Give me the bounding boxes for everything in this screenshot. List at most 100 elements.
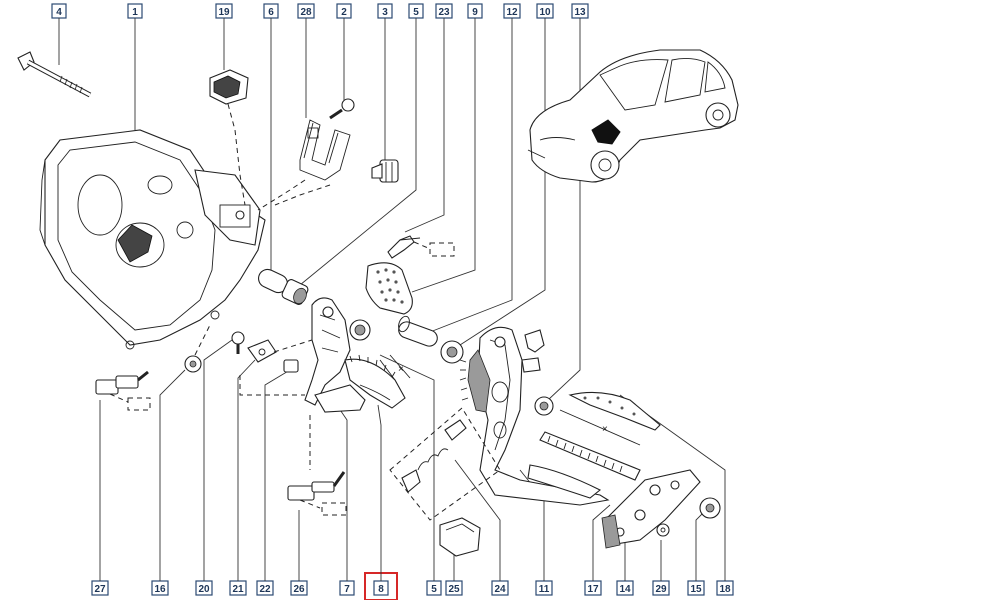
callout-16[interactable]: 16 [151, 580, 169, 596]
callout-13[interactable]: 13 [571, 3, 589, 19]
flanged-nut-part-10 [440, 340, 464, 364]
callout-29-label: 29 [655, 584, 667, 595]
block-clip-part-25 [439, 517, 481, 557]
callout-5-label: 5 [413, 7, 419, 18]
callout-22[interactable]: 22 [256, 580, 274, 596]
dashed-line-grommet [194, 324, 211, 356]
bushing-part-6 [258, 268, 309, 305]
callout-17[interactable]: 17 [584, 580, 602, 596]
brake-switch-part-26 [287, 471, 347, 516]
callouts-top: 4 1 19 6 28 2 3 5 [51, 3, 589, 19]
callout-9[interactable]: 9 [467, 3, 483, 19]
callout-7[interactable]: 7 [339, 580, 355, 596]
callout-24-label: 24 [494, 584, 506, 595]
dashed-line-19 [227, 103, 246, 206]
callout-16-label: 16 [154, 584, 166, 595]
dashed-line-switch [239, 375, 305, 396]
callout-22-label: 22 [259, 584, 271, 595]
callout-19-label: 19 [218, 7, 230, 18]
grommet-part-16 [184, 355, 202, 373]
callout-8-label: 8 [378, 584, 384, 595]
switch-part-27 [95, 370, 151, 411]
callout-26[interactable]: 26 [290, 580, 308, 596]
callout-21[interactable]: 21 [229, 580, 247, 596]
callout-25[interactable]: 25 [445, 580, 463, 596]
spacer-part-5 [349, 319, 371, 341]
callout-6-label: 6 [268, 7, 274, 18]
callout-6[interactable]: 6 [263, 3, 279, 19]
plastic-stud-part-3 [371, 159, 399, 183]
callout-11-label: 11 [539, 584, 550, 595]
nut-part-13 [534, 396, 554, 416]
callout-27-label: 27 [94, 584, 106, 595]
callout-3-label: 3 [382, 7, 388, 18]
callout-23-label: 23 [438, 7, 450, 18]
washer-part-29 [656, 523, 670, 537]
callout-17-label: 17 [587, 584, 599, 595]
callout-10[interactable]: 10 [536, 3, 554, 19]
callout-15[interactable]: 15 [687, 580, 705, 596]
callout-3[interactable]: 3 [377, 3, 393, 19]
callout-2-label: 2 [341, 7, 347, 18]
dashed-line-clip [273, 339, 313, 353]
dashed-line-28b [274, 184, 331, 206]
callout-25-label: 25 [448, 584, 460, 595]
callout-20-label: 20 [198, 584, 210, 595]
callout-14-label: 14 [619, 584, 631, 595]
callouts-bottom: 27 16 20 21 22 26 7 8 [91, 572, 734, 600]
callout-20[interactable]: 20 [195, 580, 213, 596]
callout-11[interactable]: 11 [535, 580, 553, 596]
callout-12[interactable]: 12 [503, 3, 521, 19]
wire-spring-part-28 [299, 119, 351, 181]
callout-2[interactable]: 2 [336, 3, 352, 19]
callout-28[interactable]: 28 [297, 3, 315, 19]
car-location-illustration [527, 49, 739, 183]
leader-lines-top [58, 18, 581, 401]
callout-5[interactable]: 5 [408, 3, 424, 19]
callout-29[interactable]: 29 [652, 580, 670, 596]
callout-18[interactable]: 18 [716, 580, 734, 596]
pedal-box-housing-part-1 [39, 129, 266, 350]
callout-18-label: 18 [719, 584, 731, 595]
switch-assembly-frame [389, 407, 501, 521]
callout-1[interactable]: 1 [127, 3, 143, 19]
end-nut-part-15 [699, 497, 721, 519]
callout-9-label: 9 [472, 7, 478, 18]
callout-23[interactable]: 23 [435, 3, 453, 19]
toothed-rack-part-17 [539, 431, 641, 481]
callout-19[interactable]: 19 [215, 3, 233, 19]
callout-12-label: 12 [506, 7, 518, 18]
pedal-arm-part-7 [304, 297, 366, 413]
callout-1-label: 1 [132, 7, 138, 18]
callout-26-label: 26 [293, 584, 305, 595]
tube-sleeve-part-12 [398, 315, 438, 347]
x-mark-8: × [398, 364, 404, 375]
clip-part-21 [247, 339, 277, 363]
clip-block-part-19 [209, 69, 249, 105]
callout-13-label: 13 [574, 7, 586, 18]
pedal-blade-part-18: × [559, 391, 661, 446]
callout-10-label: 10 [539, 7, 551, 18]
callout-24[interactable]: 24 [491, 580, 509, 596]
callout-4-label: 4 [56, 7, 62, 18]
bracket-part-14 [601, 469, 701, 549]
leader-lines-bottom [99, 339, 726, 581]
callout-28-label: 28 [300, 7, 312, 18]
callout-7-label: 7 [344, 584, 350, 595]
callout-5-bottom[interactable]: 5 [426, 580, 442, 596]
stud-part-20 [231, 331, 245, 354]
pedal-location-marker [591, 119, 621, 145]
push-pin-part-23 [387, 235, 455, 259]
callout-27[interactable]: 27 [91, 580, 109, 596]
callout-15-label: 15 [690, 584, 702, 595]
callout-4[interactable]: 4 [51, 3, 67, 19]
pedal-assembly-part-11 [459, 326, 610, 506]
callout-21-label: 21 [232, 584, 244, 595]
dashed-line-28a [257, 179, 306, 211]
screw-part-2 [329, 98, 355, 120]
block-part-22 [283, 359, 299, 373]
bolt-part-4 [17, 51, 92, 98]
callout-5-bottom-label: 5 [431, 584, 437, 595]
callout-14[interactable]: 14 [616, 580, 634, 596]
